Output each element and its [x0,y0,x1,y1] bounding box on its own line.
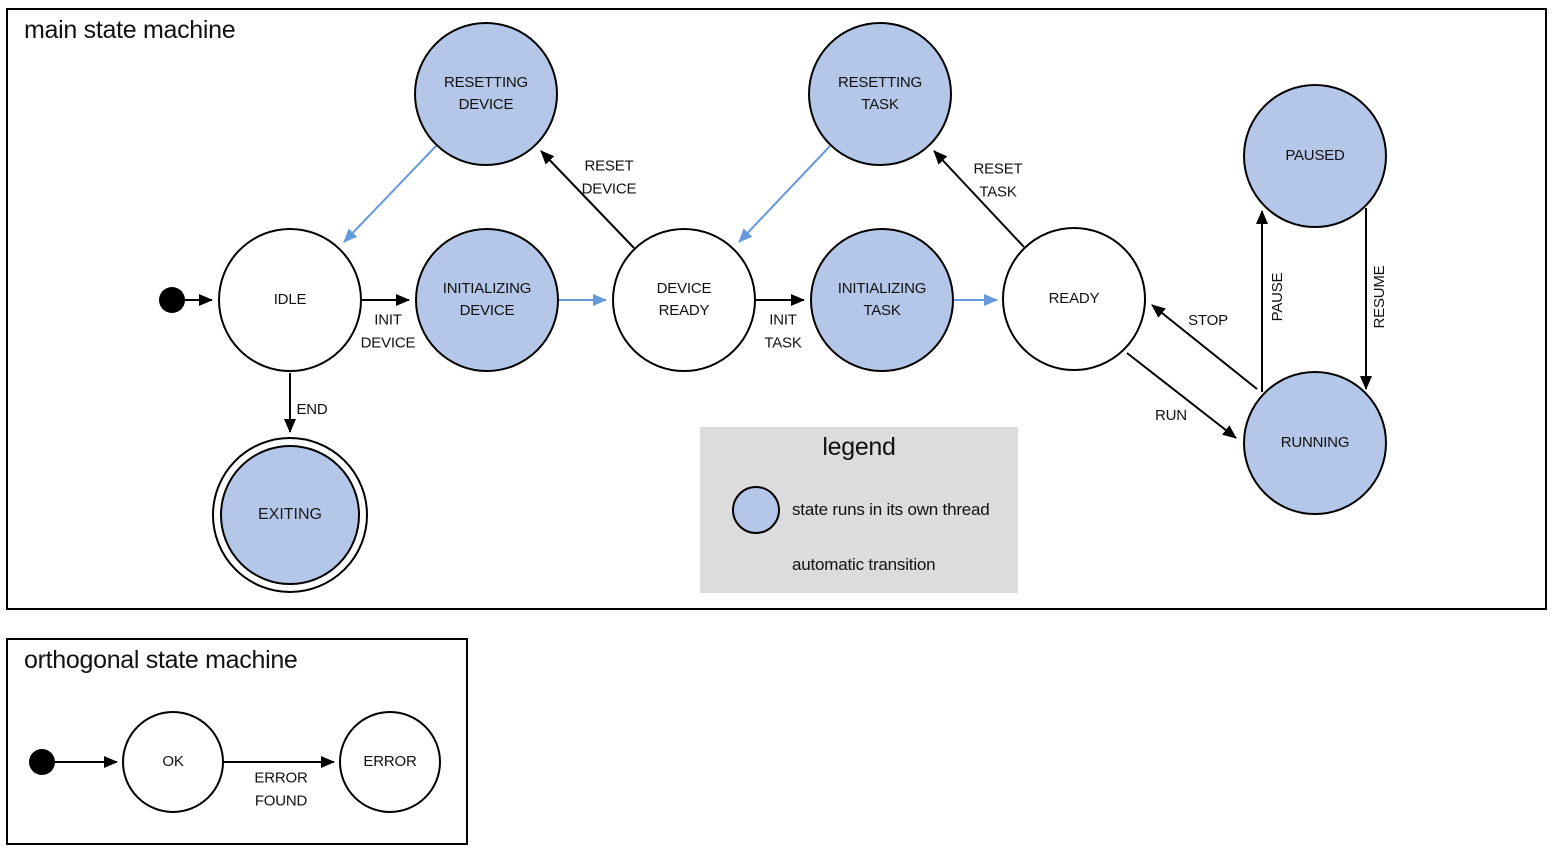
state-ok[interactable]: OK [122,711,224,813]
state-ok-label: OK [162,753,184,771]
transition-label-pause: PAUSE [1268,272,1286,322]
transition-label-resume: RESUME [1370,265,1388,329]
initial-state-orthogonal[interactable] [29,749,55,775]
state-ready-label: READY [1048,290,1100,308]
legend-panel: legend state runs in its own thread auto… [700,427,1018,593]
orthogonal-state-machine-frame: orthogonal state machine [6,638,468,845]
legend-title: legend [822,433,896,461]
transition-label-init-device: INIT DEVICE [360,311,416,352]
legend-auto-label: automatic transition [792,555,936,574]
threaded-state-icon [732,486,780,534]
state-initializing-task-label: INITIALIZING TASK [837,280,927,319]
transition-stop[interactable] [1151,304,1258,390]
main-frame-title: main state machine [24,16,236,44]
transition-reset-task[interactable] [933,150,1025,248]
state-error-label: ERROR [363,753,417,771]
transition-label-stop: STOP [1188,311,1228,329]
state-exiting[interactable]: EXITING [212,437,368,593]
transition-label-init-task: INIT TASK [764,311,802,352]
state-paused[interactable]: PAUSED [1243,84,1387,228]
state-resetting-device[interactable]: RESETTING DEVICE [414,22,558,166]
state-resetting-task-label: RESETTING TASK [837,74,923,113]
state-error[interactable]: ERROR [339,711,441,813]
state-resetting-device-label: RESETTING DEVICE [443,74,529,113]
state-exiting-inner-ring: EXITING [220,445,360,585]
transition-label-reset-task: RESET TASK [973,160,1023,201]
state-device-ready-label: DEVICE READY [656,280,712,319]
state-initializing-task[interactable]: INITIALIZING TASK [810,228,954,372]
orthogonal-frame-title: orthogonal state machine [24,646,298,674]
main-state-machine-frame: main state machine [6,8,1547,610]
transition-label-reset-device: RESET DEVICE [581,157,637,198]
transition-label-run: RUN [1155,406,1187,424]
state-resetting-task[interactable]: RESETTING TASK [808,22,952,166]
transition-auto-device-ready2[interactable] [738,145,831,243]
state-running-label: RUNNING [1280,434,1350,452]
transition-label-error-found: ERROR FOUND [254,769,308,810]
transition-run[interactable] [1126,352,1237,439]
state-initializing-device[interactable]: INITIALIZING DEVICE [415,228,559,372]
initial-state-main[interactable] [159,287,185,313]
state-device-ready[interactable]: DEVICE READY [612,228,756,372]
state-running[interactable]: RUNNING [1243,371,1387,515]
state-exiting-label: EXITING [257,506,322,523]
transition-reset-device[interactable] [540,150,635,249]
legend-thread-label: state runs in its own thread [792,500,990,519]
state-idle[interactable]: IDLE [218,228,362,372]
state-ready[interactable]: READY [1002,227,1146,371]
state-initializing-device-label: INITIALIZING DEVICE [442,280,532,319]
state-paused-label: PAUSED [1285,147,1345,165]
transition-auto-idle[interactable] [343,145,437,243]
transition-label-end: END [296,400,328,418]
state-idle-label: IDLE [273,291,307,309]
